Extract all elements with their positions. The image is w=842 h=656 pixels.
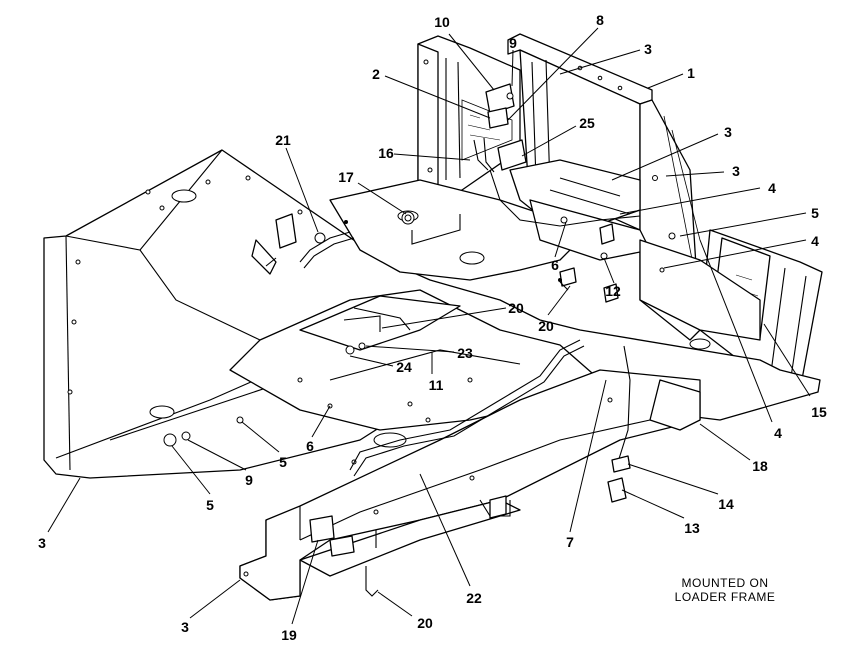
callout-16: 16	[378, 145, 394, 161]
callout-22: 22	[466, 590, 482, 606]
callout-3: 3	[732, 163, 740, 179]
wiring-harness	[299, 137, 641, 477]
callout-9: 9	[245, 472, 253, 488]
callout-19: 19	[281, 627, 297, 643]
callout-17: 17	[338, 169, 354, 185]
callout-8: 8	[596, 12, 604, 28]
callout-1: 1	[687, 65, 695, 81]
callout-4: 4	[768, 180, 776, 196]
callout-3: 3	[724, 124, 732, 140]
callout-23: 23	[457, 345, 473, 361]
callout-25: 25	[579, 115, 595, 131]
callout-14: 14	[718, 496, 734, 512]
callout-5: 5	[811, 205, 819, 221]
callout-5: 5	[279, 454, 287, 470]
hardware	[163, 83, 631, 597]
mounting-note: MOUNTED ON LOADER FRAME	[650, 576, 800, 604]
callout-7: 7	[566, 534, 574, 550]
callout-2: 2	[372, 66, 380, 82]
callout-6: 6	[551, 257, 559, 273]
callout-24: 24	[396, 359, 412, 375]
leader-lines	[47, 27, 811, 625]
callout-5: 5	[206, 497, 214, 513]
callout-4: 4	[774, 425, 782, 441]
callout-11: 11	[429, 377, 444, 393]
callout-21: 21	[275, 132, 291, 148]
left-upright	[417, 35, 521, 197]
rear-floor	[329, 159, 761, 350]
callout-20: 20	[417, 615, 433, 631]
callout-13: 13	[684, 520, 700, 536]
callout-3: 3	[38, 535, 46, 551]
callout-3: 3	[644, 41, 652, 57]
callout-9: 9	[509, 35, 517, 51]
callouts: 10 9 8 3 1 2 25 3 3 21 16 17 4 5 4 6 12 …	[38, 12, 827, 643]
mounting-note-line-2: LOADER FRAME	[674, 590, 776, 604]
callout-18: 18	[752, 458, 768, 474]
callout-4: 4	[811, 233, 819, 249]
callout-20: 20	[508, 300, 524, 316]
callout-10: 10	[434, 14, 450, 30]
callout-20: 20	[538, 318, 554, 334]
callout-12: 12	[605, 283, 621, 299]
callout-15: 15	[811, 404, 827, 420]
callout-3: 3	[181, 619, 189, 635]
loader-frame	[239, 369, 701, 601]
mounting-note-line-1: MOUNTED ON	[681, 576, 769, 590]
callout-6: 6	[306, 438, 314, 454]
